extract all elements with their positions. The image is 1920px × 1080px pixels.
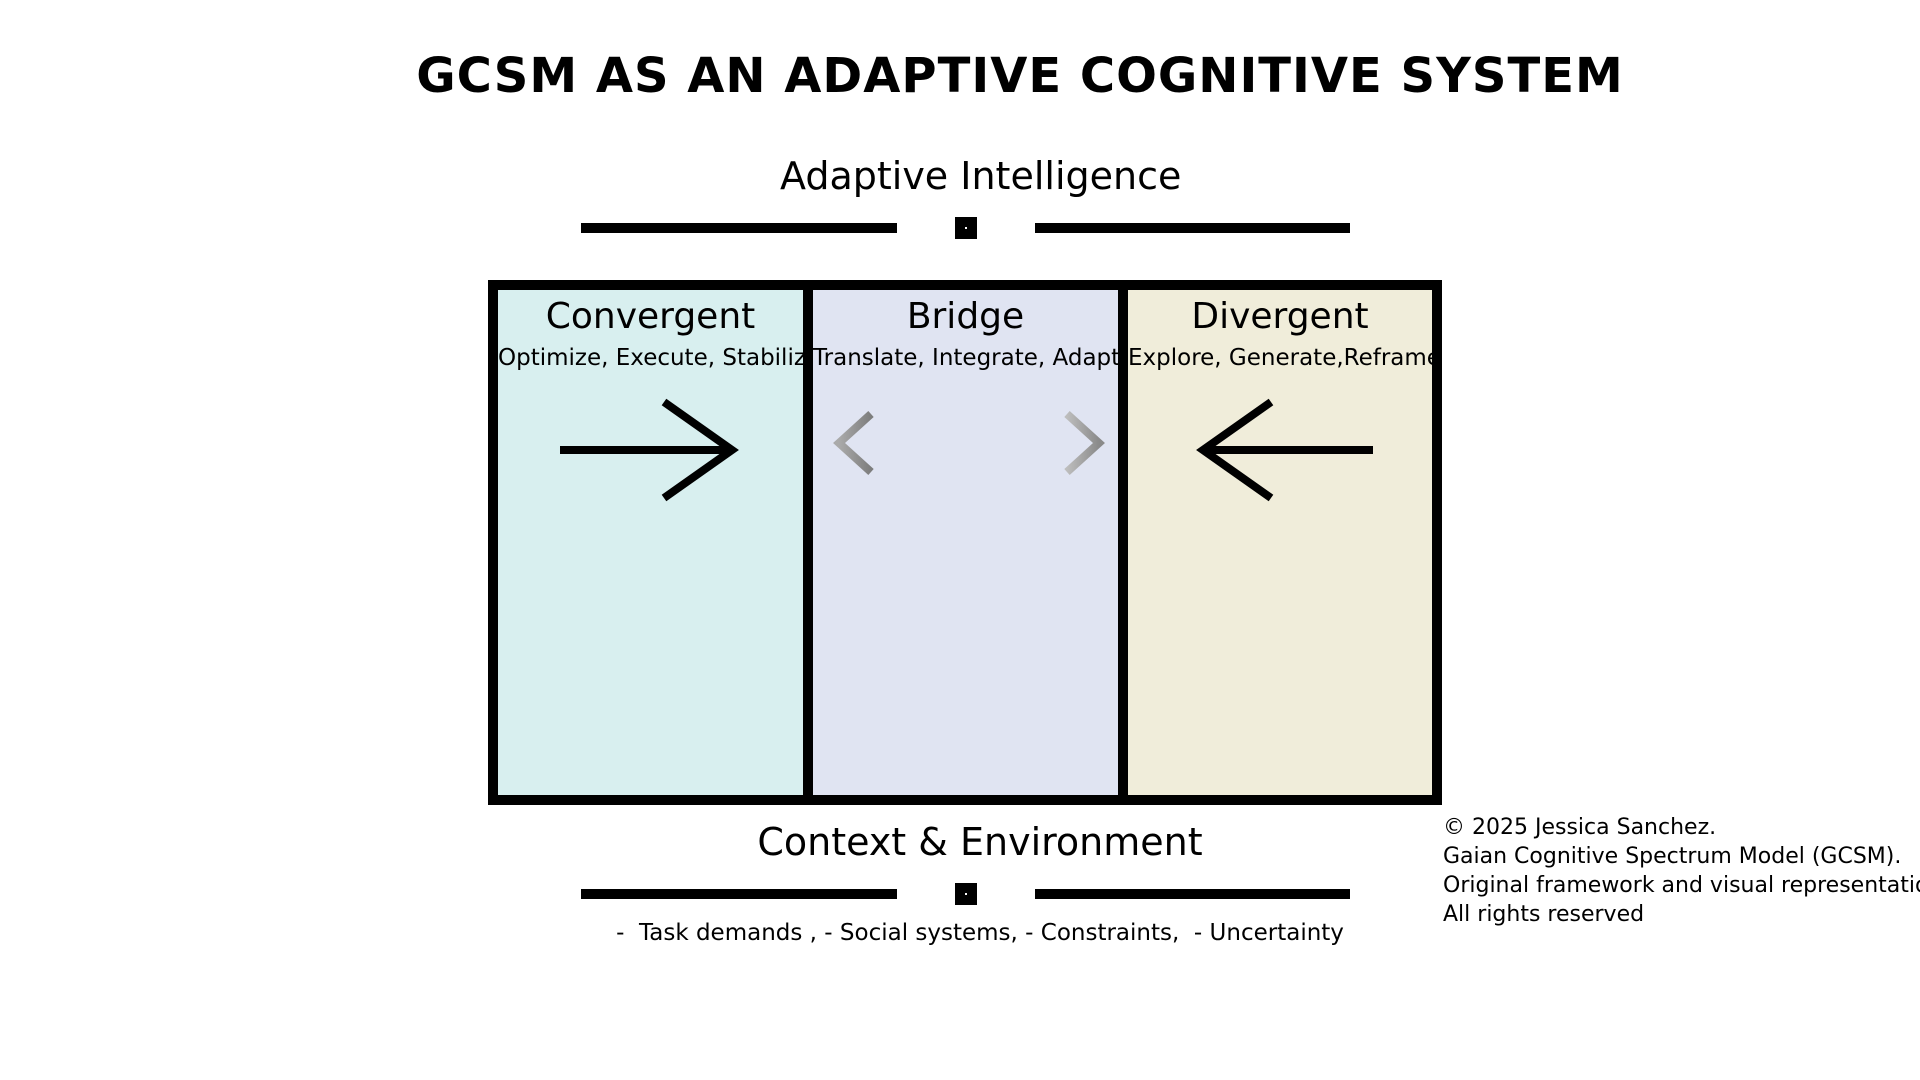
left-arrow-icon	[1196, 398, 1373, 502]
diagram-title: GCSM AS AN ADAPTIVE COGNITIVE SYSTEM	[416, 48, 1624, 104]
copyright-line: Gaian Cognitive Spectrum Model (GCSM).	[1443, 844, 1902, 869]
double-arrow-icon	[833, 411, 1105, 475]
bottom-separator-right-bar	[1035, 889, 1350, 899]
context-factors-list: - Task demands , - Social systems, - Con…	[616, 920, 1344, 946]
copyright-line: © 2025 Jessica Sanchez.	[1443, 815, 1717, 840]
panel-convergent-title: Convergent	[545, 296, 756, 337]
panel-bridge-bg	[813, 290, 1118, 795]
top-heading: Adaptive Intelligence	[780, 154, 1182, 198]
copyright-line: All rights reserved	[1443, 902, 1645, 927]
copyright-notice: © 2025 Jessica Sanchez. Gaian Cognitive …	[1443, 813, 1920, 929]
bottom-heading: Context & Environment	[757, 820, 1203, 864]
top-separator-right-bar	[1035, 223, 1350, 233]
panel-convergent-bg	[498, 290, 803, 795]
panel-convergent-subtitle: Optimize, Execute, Stabilize	[498, 345, 821, 371]
panel-bridge-subtitle: Translate, Integrate, Adapt	[813, 345, 1121, 371]
top-separator-square	[955, 217, 977, 239]
bottom-separator-square	[955, 883, 977, 905]
top-separator-left-bar	[581, 223, 897, 233]
panel-divergent: Divergent Explore, Generate,Reframe	[1128, 290, 1441, 795]
panel-divergent-subtitle: Explore, Generate,Reframe	[1128, 345, 1441, 371]
copyright-line: Original framework and visual representa…	[1443, 873, 1920, 898]
panel-bridge: Bridge Translate, Integrate, Adapt	[813, 290, 1121, 795]
panel-divergent-bg	[1128, 290, 1432, 795]
panel-convergent: Convergent Optimize, Execute, Stabilize	[498, 290, 821, 795]
right-arrow-icon	[560, 398, 739, 502]
panel-bridge-title: Bridge	[906, 296, 1025, 337]
panel-divergent-title: Divergent	[1191, 296, 1369, 337]
bottom-separator-left-bar	[581, 889, 897, 899]
